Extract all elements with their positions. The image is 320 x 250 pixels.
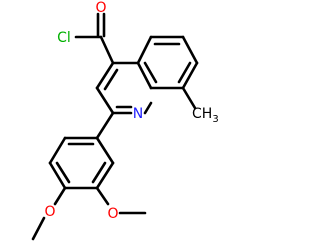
molecule-structure: O Cl N CH3 O O	[31, 0, 219, 241]
bond-ar5-o-right	[95, 186, 110, 206]
bond-c8a-c4a-inner	[143, 61, 158, 84]
bond-ar4-o-lower	[53, 186, 67, 206]
atom-oxygen-methoxy-right: O	[107, 206, 118, 222]
bond-n-c8a	[143, 101, 153, 115]
atom-oxygen-methoxy-lower: O	[44, 204, 55, 220]
bond-o-lower-ch3	[31, 216, 46, 241]
atom-methyl: CH3	[192, 106, 219, 125]
atom-nitrogen: N	[133, 106, 143, 122]
bond-ar3-ar4	[48, 161, 67, 190]
bond-ar2-ar3	[48, 136, 67, 165]
atom-labels: O Cl N CH3 O O	[44, 0, 218, 222]
methyl-label: CH	[192, 106, 212, 122]
bonds	[31, 12, 199, 241]
bond-c8-methyl	[181, 86, 197, 110]
bond-ar5-ar6	[95, 161, 115, 190]
bond-ar6-ar1	[95, 136, 115, 165]
bond-c4-c3	[95, 61, 115, 90]
bond-carbonyl-ring	[99, 35, 115, 65]
methyl-subscript: 3	[212, 114, 218, 125]
bond-c7-c8-inner	[177, 61, 192, 84]
bond-c7-c8	[181, 61, 199, 90]
atom-chlorine: Cl	[57, 30, 71, 46]
bond-c2-aryl	[95, 111, 115, 140]
bond-c8a-c4a	[136, 61, 153, 90]
bond-c4-c3-inner	[103, 68, 119, 91]
bond-ar3-ar4-inner	[55, 161, 71, 184]
bond-c3-c2	[95, 86, 115, 115]
bond-c6-c7	[181, 35, 199, 65]
atom-oxygen-carbonyl: O	[95, 0, 106, 16]
bond-c4a-c5	[136, 35, 153, 65]
bond-ar5-ar6-inner	[91, 161, 107, 184]
